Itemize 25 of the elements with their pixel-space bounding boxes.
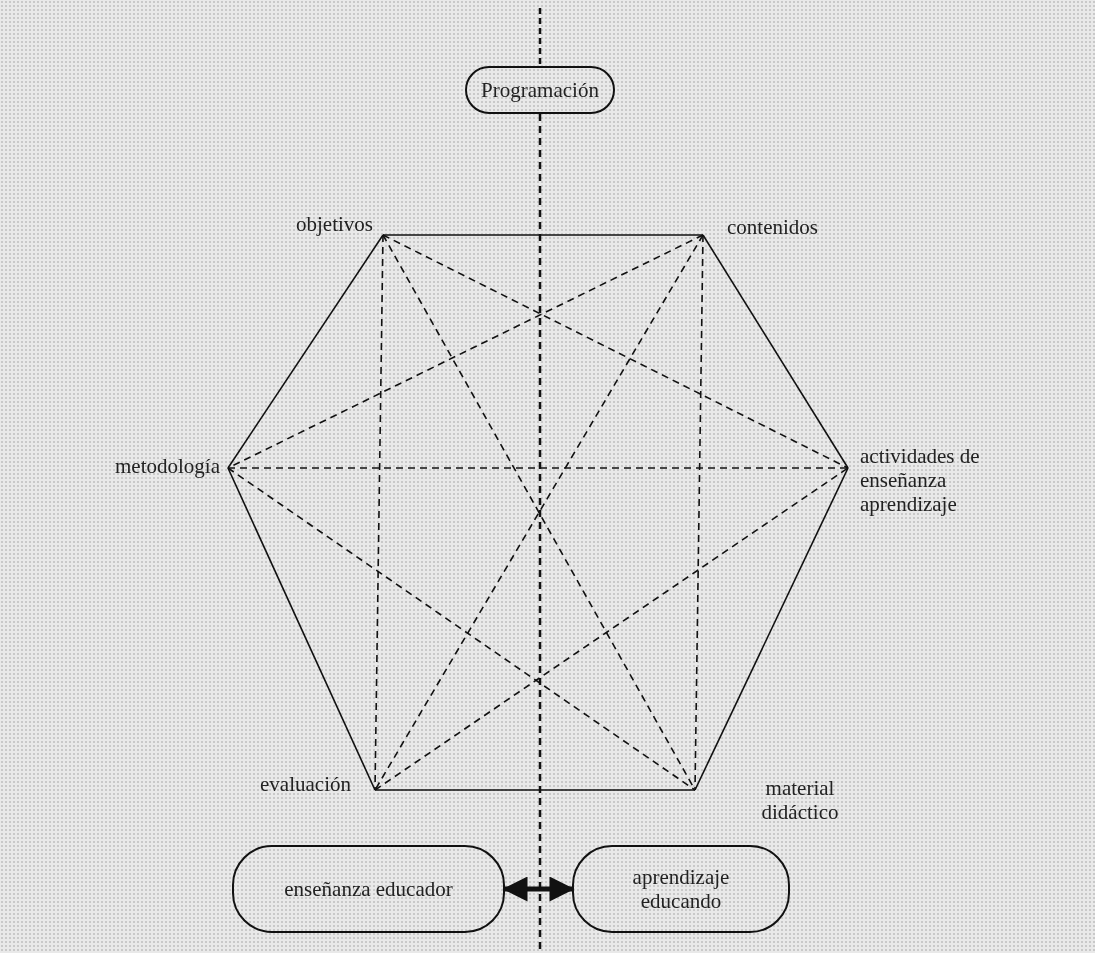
dashed-line [374, 234, 384, 791]
box-label: Programación [480, 78, 600, 102]
vertex-label: material didáctico [760, 776, 840, 824]
dashed-line [382, 234, 849, 469]
vertex-label: metodología [115, 454, 220, 478]
vertex-label: evaluación [260, 772, 351, 796]
rounded-box [572, 845, 790, 933]
rounded-box [232, 845, 505, 933]
hexagon-side [227, 234, 384, 469]
hexagon-side [694, 467, 849, 791]
dashed-line [227, 467, 696, 791]
hexagon-side [374, 789, 696, 791]
double-arrow [502, 876, 575, 902]
hexagon-side [702, 234, 849, 469]
vertex-label: actividades de enseñanza aprendizaje [860, 444, 981, 516]
dashed-line [374, 467, 849, 791]
box-label: enseñanza educador [283, 877, 454, 901]
vertex-label: objetivos [296, 212, 373, 236]
hexagon-side [382, 234, 704, 236]
rounded-box [465, 66, 615, 114]
dashed-line [227, 467, 849, 469]
box-label: aprendizaje educando [631, 865, 731, 913]
vertex-label: contenidos [727, 215, 818, 239]
hexagon-side [227, 467, 376, 791]
dashed-line [694, 234, 704, 791]
